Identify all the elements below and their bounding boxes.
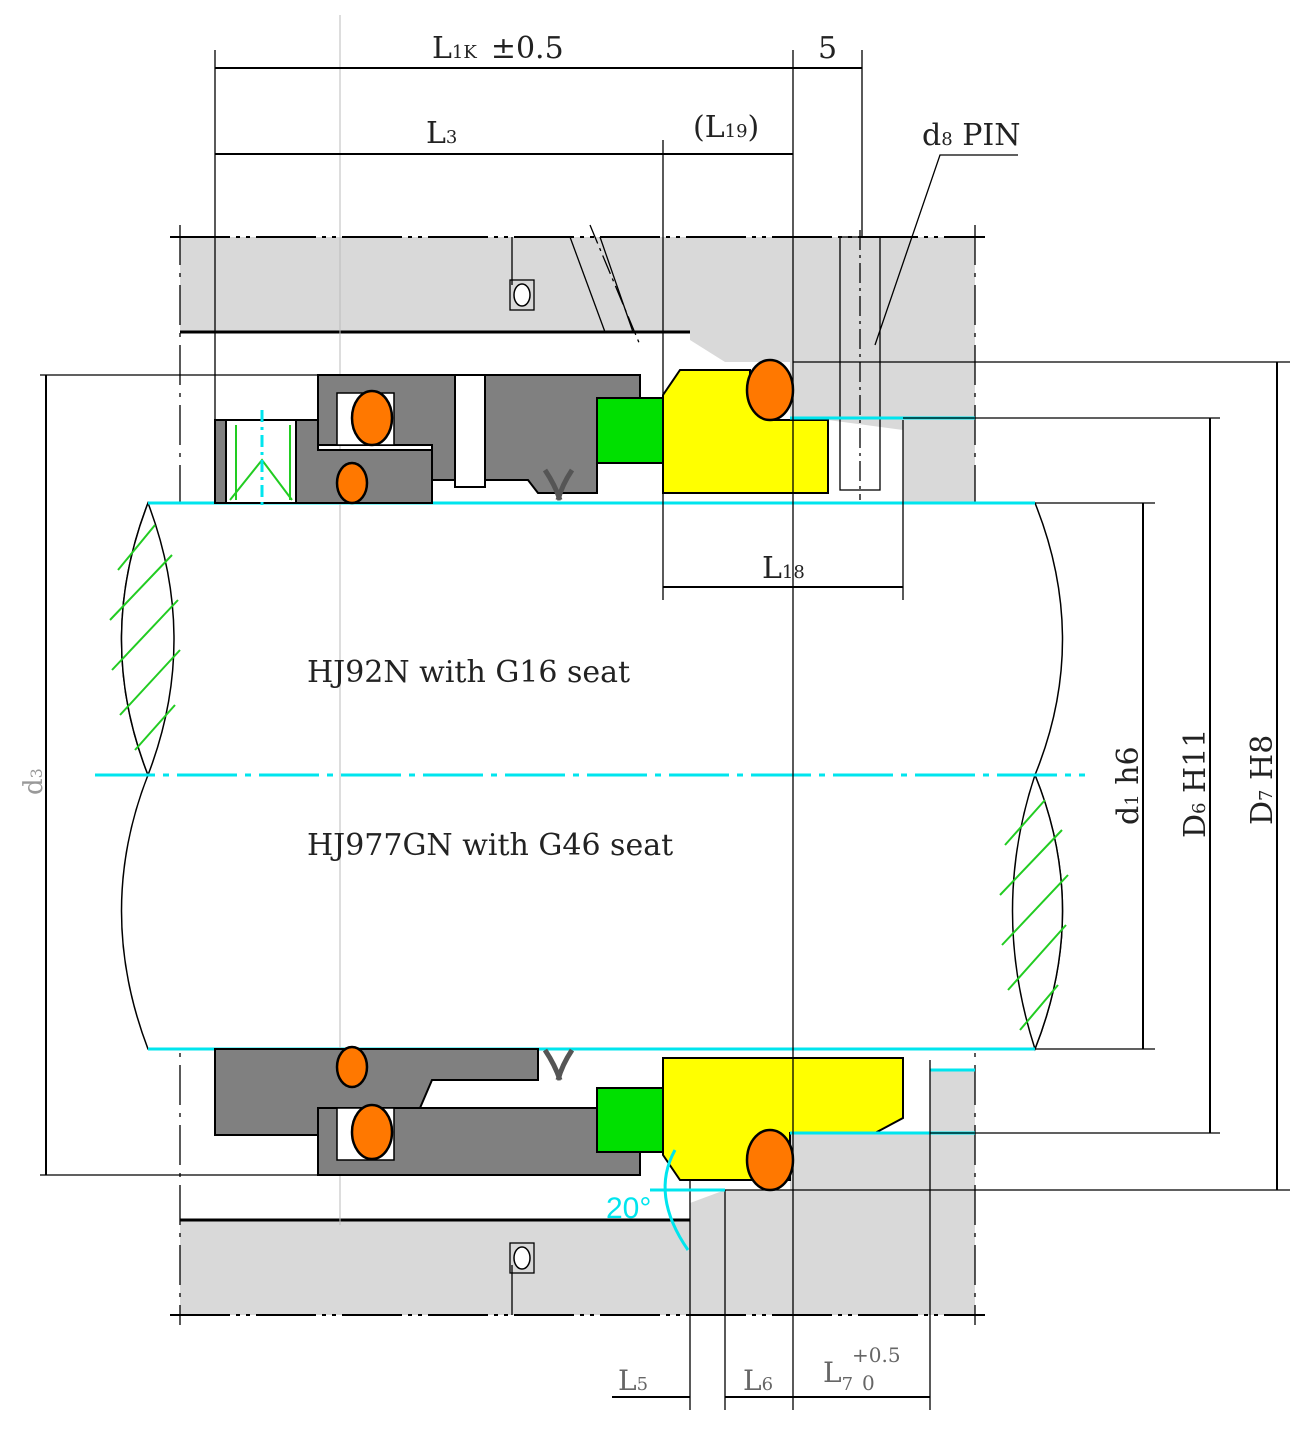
label-l7-upper-tol: +0.5 — [852, 1343, 901, 1367]
caption-bottom: HJ977GN with G46 seat — [307, 828, 673, 863]
shaft — [95, 15, 1085, 1225]
label-5: 5 — [818, 31, 837, 66]
label-d8-pin: d8 PIN — [922, 118, 1021, 153]
spring-icon — [542, 1048, 575, 1081]
seat-oring-top — [745, 358, 795, 422]
seal-head-top — [214, 358, 829, 510]
dimension-labels: L1K±0.5 5 L3 (L19) d8 PIN L18 HJ92N with… — [19, 31, 1280, 1397]
label-l7: L7 — [823, 1356, 853, 1395]
drive-lug — [454, 374, 486, 488]
label-d6-h11: D6 H11 — [1178, 729, 1213, 838]
caption-top: HJ92N with G16 seat — [307, 655, 630, 690]
label-l6: L6 — [743, 1364, 773, 1397]
oring-top-1 — [350, 389, 394, 447]
housing-oring-bottom — [509, 1242, 535, 1274]
label-d7-h8: D7 H8 — [1245, 735, 1280, 825]
label-angle: 20° — [606, 1192, 651, 1225]
oring-top-2 — [335, 461, 369, 505]
rotating-face-top — [596, 397, 664, 464]
oring-bottom-1 — [350, 1103, 394, 1161]
spring-icon — [542, 468, 575, 501]
housing-oring-top — [509, 279, 535, 311]
seal-head-bottom — [214, 416, 975, 1192]
oring-bottom-2 — [335, 1045, 369, 1089]
label-l1k: L1K±0.5 — [432, 31, 564, 66]
label-l3: L3 — [426, 116, 457, 151]
label-l18: L18 — [762, 551, 805, 586]
dimension-lines — [40, 50, 1290, 1410]
flush-channel — [569, 224, 641, 346]
label-l19: (L19) — [693, 110, 759, 145]
drive-pin — [839, 230, 881, 500]
seat-oring-bottom — [745, 1128, 795, 1192]
label-d3: d3 — [19, 768, 49, 795]
rotating-face-bottom — [596, 1087, 664, 1153]
label-l5: L5 — [618, 1364, 648, 1397]
label-l7-lower-tol: 0 — [862, 1371, 875, 1395]
label-d1-h6: d1 h6 — [1111, 746, 1146, 825]
